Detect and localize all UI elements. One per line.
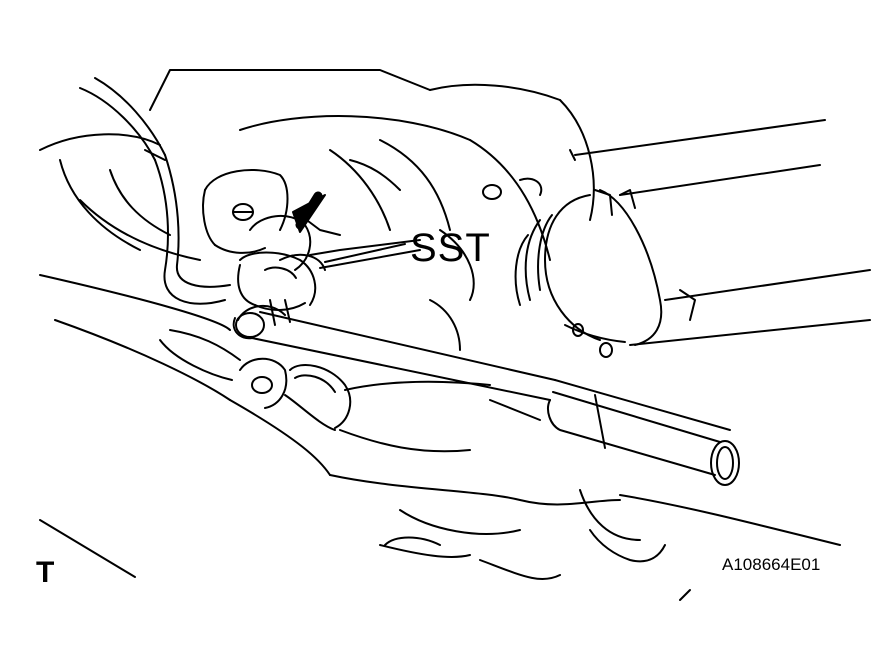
sst-wrench: [232, 299, 740, 486]
underbody-lines: [39, 274, 841, 601]
drive-shaft-boot: [514, 119, 871, 358]
sst-callout-label: SST: [410, 226, 491, 270]
sensor-bracket: [202, 169, 421, 311]
sst-leader-line: [324, 243, 406, 263]
figure-code: A108664E01: [722, 555, 821, 574]
sensor-cable: [79, 77, 231, 305]
lower-boot: [239, 357, 491, 453]
view-letter: T: [36, 556, 55, 589]
arrow-down-icon: [292, 191, 326, 233]
body-panel-outlines: [39, 69, 595, 301]
